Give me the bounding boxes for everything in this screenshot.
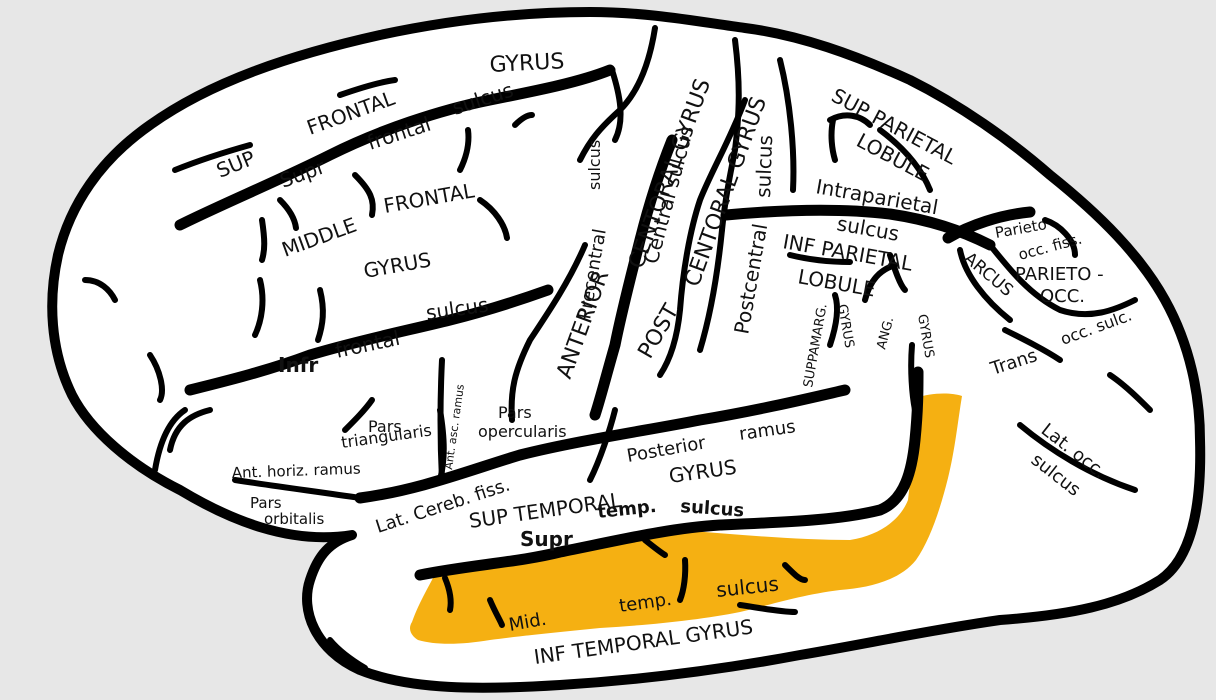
label-sulcus-postcentral-top: sulcus [751, 135, 777, 199]
major-fissures [174, 64, 1036, 581]
label-sulcus-precentral-top: sulcus [585, 140, 604, 190]
secondary-sulci [82, 25, 1153, 671]
label-pars-opercularis-2: opercularis [478, 422, 567, 441]
label-parieto-occ-1: PARIETO - [1015, 264, 1104, 285]
label-pars-orbitalis-1: Pars [250, 494, 282, 512]
label-pars-opercularis-1: Pars [498, 403, 532, 422]
label-pars-orbitalis-2: orbitalis [264, 510, 324, 528]
label-infr: Infr [278, 353, 318, 377]
label-supr-temp: Supr [520, 527, 573, 551]
label-sulcus-supr-temp: sulcus [680, 496, 745, 521]
label-pars-triangularis-1: Pars [368, 417, 402, 436]
label-gyrus-top: GYRUS [489, 49, 565, 78]
middle-temporal-highlight [410, 393, 962, 644]
label-ant-horiz-ramus: Ant. horiz. ramus [232, 460, 362, 482]
label-parieto-occ-2: OCC. [1040, 286, 1085, 307]
